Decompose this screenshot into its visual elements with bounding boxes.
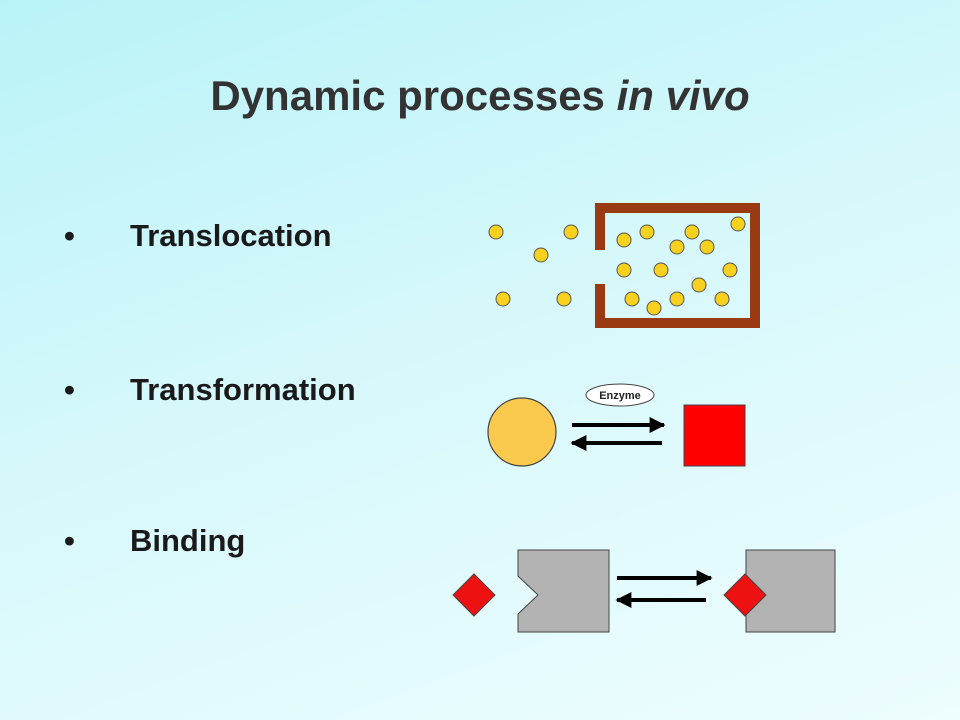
bullet-label-binding: Binding [130,523,246,558]
bullet-transformation: • Transformation [64,372,356,408]
binding-diagram [452,549,836,633]
bullet-marker: • [64,218,75,253]
translocation-diagram [488,203,760,328]
free-receptor [517,549,610,633]
particle [722,262,738,278]
particle [616,262,632,278]
particle [691,277,707,293]
particle [684,224,700,240]
particle [714,291,730,307]
slide-title: Dynamic processes in vivo [0,72,960,120]
enzyme-label: Enzyme [599,390,641,402]
particle [488,224,504,240]
bullet-marker: • [64,372,75,407]
particle [639,224,655,240]
bullet-label-translocation: Translocation [130,218,332,253]
particle [563,224,579,240]
particle [556,291,572,307]
particle [495,291,511,307]
bullet-binding: • Binding [64,523,245,559]
substrate-circle [487,397,557,467]
particles-group [488,216,746,316]
bullet-marker: • [64,523,75,558]
particle [730,216,746,232]
particle [646,300,662,316]
bullet-translocation: • Translocation [64,218,332,254]
particle [533,247,549,263]
title-italic: in vivo [616,72,750,119]
particle [616,232,632,248]
particle [624,291,640,307]
particle [669,291,685,307]
particle [653,262,669,278]
compartment-wall [595,203,760,328]
title-main: Dynamic processes [210,72,617,119]
transformation-diagram: Enzyme [487,383,746,467]
free-ligand-diamond [452,573,496,617]
product-square [683,404,746,467]
particle [669,239,685,255]
enzyme-badge [585,383,655,407]
particle [699,239,715,255]
bound-ligand-diamond [723,573,767,617]
bullet-label-transformation: Transformation [130,372,356,407]
